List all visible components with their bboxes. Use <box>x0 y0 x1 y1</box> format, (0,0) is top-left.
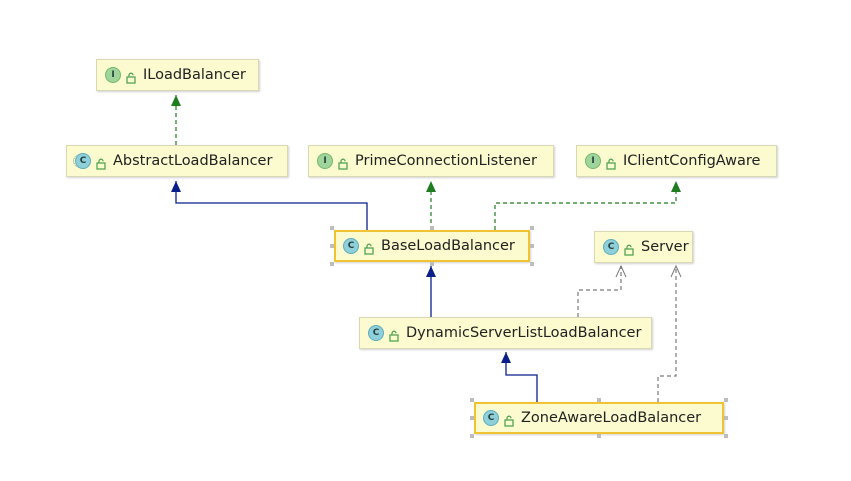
selection-handle[interactable] <box>330 226 334 230</box>
extends-arrowhead <box>501 352 511 363</box>
class-badge-icon: C <box>73 153 91 169</box>
node-label: Server <box>641 239 689 255</box>
node-abstractloadbalancer[interactable]: C AbstractLoadBalancer <box>66 145 288 177</box>
selection-handle[interactable] <box>430 226 434 230</box>
class-badge-icon: C <box>603 239 619 255</box>
extends-arrowhead <box>171 181 181 192</box>
lock-icon <box>338 155 348 170</box>
class-badge-icon: C <box>343 238 359 254</box>
selection-handle[interactable] <box>597 434 601 438</box>
edge-implements-baseloadbalancer-to-iclientconfigaware[interactable] <box>494 181 677 230</box>
node-label: PrimeConnectionListener <box>355 153 537 169</box>
node-label: BaseLoadBalancer <box>381 238 515 254</box>
selection-handle[interactable] <box>724 434 728 438</box>
selection-handle[interactable] <box>330 244 334 248</box>
node-dynamicserverlistloadbalancer[interactable]: C DynamicServerListLoadBalancer <box>359 317 652 349</box>
node-iloadbalancer[interactable]: I ILoadBalancer <box>96 59 259 91</box>
node-primeconnectionlistener[interactable]: I PrimeConnectionListener <box>308 145 554 177</box>
selection-handle[interactable] <box>724 416 728 420</box>
node-zoneawareloadbalancer[interactable]: C ZoneAwareLoadBalancer <box>474 402 724 434</box>
lock-icon <box>606 155 616 170</box>
class-badge-icon: C <box>368 325 384 341</box>
lock-icon <box>364 240 374 255</box>
class-badge-icon: C <box>483 410 499 426</box>
node-label: ZoneAwareLoadBalancer <box>521 410 702 426</box>
lock-icon <box>126 69 136 84</box>
selection-handle[interactable] <box>530 262 534 266</box>
node-label: ILoadBalancer <box>143 67 246 83</box>
selection-handle[interactable] <box>470 434 474 438</box>
lock-icon <box>389 327 399 342</box>
extends-arrowhead <box>426 266 436 277</box>
lock-icon <box>504 412 514 427</box>
interface-badge-icon: I <box>585 153 601 169</box>
open-arrowhead <box>615 264 627 278</box>
node-label: DynamicServerListLoadBalancer <box>406 325 642 341</box>
node-label: AbstractLoadBalancer <box>113 153 273 169</box>
interface-badge-icon: I <box>105 67 121 83</box>
implements-arrowhead <box>426 181 436 192</box>
selection-handle[interactable] <box>597 398 601 402</box>
implements-arrowhead <box>671 181 681 192</box>
lock-icon <box>96 155 106 170</box>
edge-depends-zoneawareloadbalancer-to-server[interactable] <box>657 266 677 402</box>
selection-handle[interactable] <box>470 398 474 402</box>
selection-handle[interactable] <box>470 416 474 420</box>
selection-handle[interactable] <box>530 244 534 248</box>
implements-arrowhead <box>171 95 181 106</box>
edge-depends-dynamicserverlistloadbalancer-to-server[interactable] <box>577 266 622 317</box>
node-iclientconfigaware[interactable]: I IClientConfigAware <box>576 145 777 177</box>
lock-icon <box>624 241 634 256</box>
selection-handle[interactable] <box>530 226 534 230</box>
selection-handle[interactable] <box>430 262 434 266</box>
selection-handle[interactable] <box>724 398 728 402</box>
edge-extends-zoneawareloadbalancer-to-dynamicserverlistloadbalancer[interactable] <box>505 352 538 402</box>
interface-badge-icon: I <box>317 153 333 169</box>
node-baseloadbalancer[interactable]: C BaseLoadBalancer <box>334 230 530 262</box>
selection-handle[interactable] <box>330 262 334 266</box>
node-label: IClientConfigAware <box>623 153 761 169</box>
node-server[interactable]: C Server <box>594 231 693 263</box>
open-arrowhead <box>670 264 682 278</box>
edge-extends-baseloadbalancer-to-abstractloadbalancer[interactable] <box>175 181 368 230</box>
